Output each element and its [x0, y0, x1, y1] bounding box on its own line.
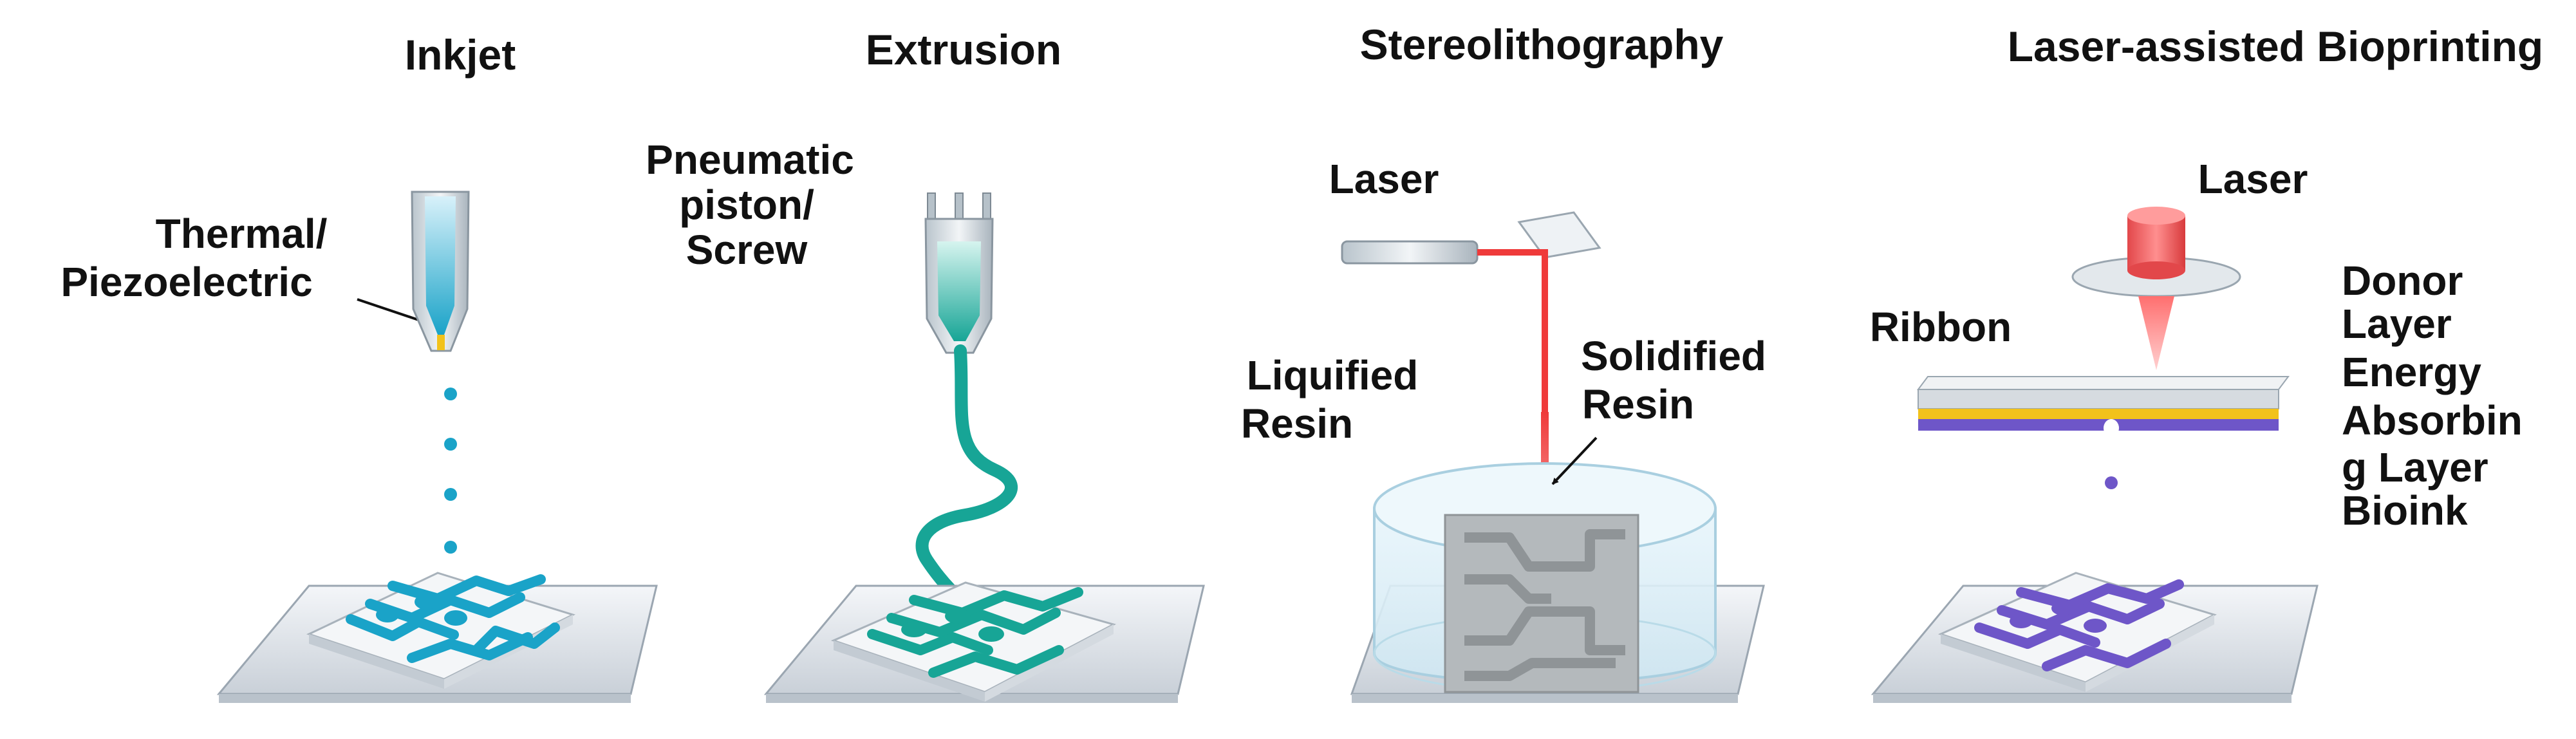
lab-circuit-pads: [2010, 601, 2107, 633]
inkjet-label-line1: Thermal/: [156, 210, 328, 257]
extrusion-filament: [915, 344, 1018, 624]
sla-arrow: [1551, 436, 1598, 485]
inkjet-ink-reservoir: [425, 196, 456, 335]
inkjet-heater-element: [437, 335, 445, 350]
sla-liquified-label-line2: Resin: [1241, 400, 1353, 447]
lab-laser-cone: [2138, 296, 2174, 370]
inkjet-title: Inkjet: [405, 31, 516, 79]
extrusion-label-line1: Pneumatic: [646, 136, 854, 183]
inkjet-circuit-pads: [376, 594, 467, 626]
stereolithography-panel: Stereolithography Laser Liquified Resin …: [1241, 21, 1766, 703]
lab-layer-label-bioink: Bioink: [2342, 487, 2468, 534]
inkjet-arrow: [357, 298, 429, 324]
laser-assisted-panel: Laser-assisted Bioprinting Laser Ribbon …: [1870, 23, 2543, 703]
sla-mirror: [1517, 211, 1601, 259]
extrusion-panel: Extrusion Pneumatic piston/ Screw: [646, 26, 1205, 703]
laser-assisted-title: Laser-assisted Bioprinting: [2008, 23, 2544, 70]
extrusion-printed-circuit: [867, 587, 1083, 678]
inkjet-panel: Inkjet Thermal/ Piezoelectric: [61, 31, 658, 703]
lab-laser-label: Laser: [2198, 156, 2308, 202]
lab-layer-label-absorbin: Absorbin: [2342, 397, 2523, 444]
extrusion-circuit-pads: [901, 608, 1004, 642]
sla-solidified-label-line1: Solidified: [1581, 333, 1766, 379]
extrusion-label-line2: piston/: [679, 182, 814, 228]
lab-ribbon-label: Ribbon: [1870, 304, 2011, 350]
sla-laser-label: Laser: [1329, 156, 1439, 202]
lab-layer-label-energy: Energy: [2342, 349, 2481, 395]
lab-laser-head: [2071, 207, 2241, 297]
extrusion-title: Extrusion: [866, 26, 1061, 73]
sla-solidified-structure: [1444, 514, 1639, 693]
extrusion-label-line3: Screw: [686, 227, 808, 273]
inkjet-label-line2: Piezoelectric: [61, 259, 312, 305]
lab-layer-label-donor: Donor: [2342, 257, 2463, 304]
lab-bioink-droplet: [2105, 476, 2118, 489]
stereolithography-title: Stereolithography: [1360, 21, 1724, 68]
lab-ribbon-stack: [1917, 376, 2290, 437]
sla-laser-source: [1341, 240, 1479, 265]
sla-solidified-label-line2: Resin: [1582, 381, 1694, 427]
sla-liquified-label-line1: Liquified: [1247, 352, 1419, 398]
lab-layer-label-layer: Layer: [2342, 301, 2452, 347]
inkjet-droplets: [444, 388, 457, 554]
extrusion-syringe: [924, 192, 994, 354]
lab-layer-label-g-layer: g Layer: [2342, 444, 2488, 491]
